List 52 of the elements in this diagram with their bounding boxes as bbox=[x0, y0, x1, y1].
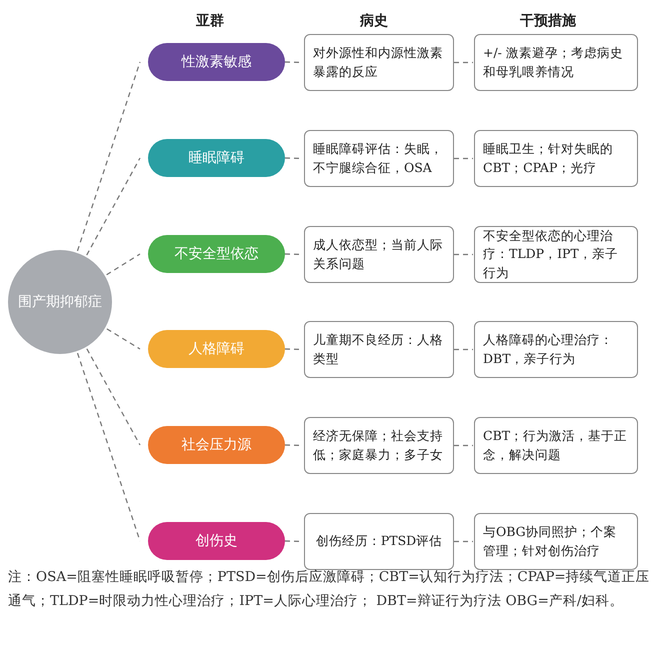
node-label: 性激素敏感 bbox=[182, 53, 252, 71]
connector-line bbox=[454, 444, 473, 446]
connector-line bbox=[454, 62, 473, 64]
subgroup-pill bbox=[148, 139, 285, 177]
subgroup-pill bbox=[148, 426, 285, 464]
box-text: 与OBG协同照护；个案管理；针对创伤治疗 bbox=[483, 523, 618, 560]
intervention-box bbox=[474, 513, 638, 570]
box-text: 对外源性和内源性激素暴露的反应 bbox=[313, 44, 444, 80]
box-text: 不安全型依恋的心理治疗：TLDP，IPT，亲子行为 bbox=[483, 227, 619, 282]
box-text: +/- 激素避孕；考虑病史和母乳喂养情况 bbox=[483, 44, 624, 80]
node-label: 睡眠障碍 bbox=[188, 149, 244, 167]
intervention-box bbox=[474, 417, 638, 474]
column-header: 病史 bbox=[360, 12, 388, 30]
connector-line bbox=[454, 348, 473, 350]
box-text: 创伤经历：PTSD评估 bbox=[316, 532, 442, 550]
box-text: 睡眠卫生；针对失眠的CBT；CPAP；光疗 bbox=[483, 140, 614, 176]
subgroup-pill bbox=[148, 522, 285, 560]
connector-line bbox=[106, 328, 140, 350]
intervention-box bbox=[474, 226, 638, 283]
footnote: 注：OSA=阻塞性睡眠呼吸暂停；PTSD=创伤后应激障碍；CBT=认知行为疗法；CPAP=持续气道正压通气；TLDP=时限动力性心理治疗；IPT=人际心理治疗； DBT=辩证行为疗法 OBG=产科/妇科。 bbox=[8, 568, 651, 611]
connector-line bbox=[454, 158, 473, 160]
history-box bbox=[304, 130, 454, 187]
box-text: 人格障碍的心理治疗：DBT，亲子行为 bbox=[483, 331, 614, 368]
box-text: 儿童期不良经历：人格类型 bbox=[313, 331, 444, 368]
subgroup-pill bbox=[148, 43, 285, 81]
history-box bbox=[304, 34, 454, 91]
history-box bbox=[304, 321, 454, 378]
connector-line bbox=[454, 540, 473, 542]
column-header: 干预措施 bbox=[520, 12, 576, 30]
connector-line bbox=[454, 254, 473, 256]
connector-line bbox=[106, 253, 140, 276]
intervention-box bbox=[474, 130, 638, 187]
node-label: 围产期抑郁症 bbox=[18, 293, 102, 311]
connector-line bbox=[76, 62, 141, 252]
box-text: CBT；行为激活，基于正念，解决问题 bbox=[483, 427, 628, 464]
box-text: 睡眠障碍评估：失眠，不宁腿综合征，OSA bbox=[313, 140, 444, 176]
intervention-box bbox=[474, 34, 638, 91]
connector-line bbox=[86, 158, 141, 256]
intervention-box bbox=[474, 321, 638, 378]
node-label: 人格障碍 bbox=[188, 340, 244, 358]
box-text: 成人依恋型；当前人际关系问题 bbox=[313, 236, 444, 272]
history-box bbox=[304, 226, 454, 283]
subgroup-pill bbox=[148, 330, 285, 368]
column-header: 亚群 bbox=[196, 12, 224, 30]
history-box bbox=[304, 417, 454, 474]
box-text: 经济无保障；社会支持低；家庭暴力；多子女 bbox=[313, 427, 444, 464]
node-label: 不安全型依恋 bbox=[174, 245, 258, 263]
subgroup-pill bbox=[148, 235, 285, 273]
node-label: 创伤史 bbox=[196, 532, 238, 550]
history-box bbox=[304, 513, 454, 570]
connector-line bbox=[86, 348, 141, 446]
node-label: 社会压力源 bbox=[182, 436, 252, 454]
